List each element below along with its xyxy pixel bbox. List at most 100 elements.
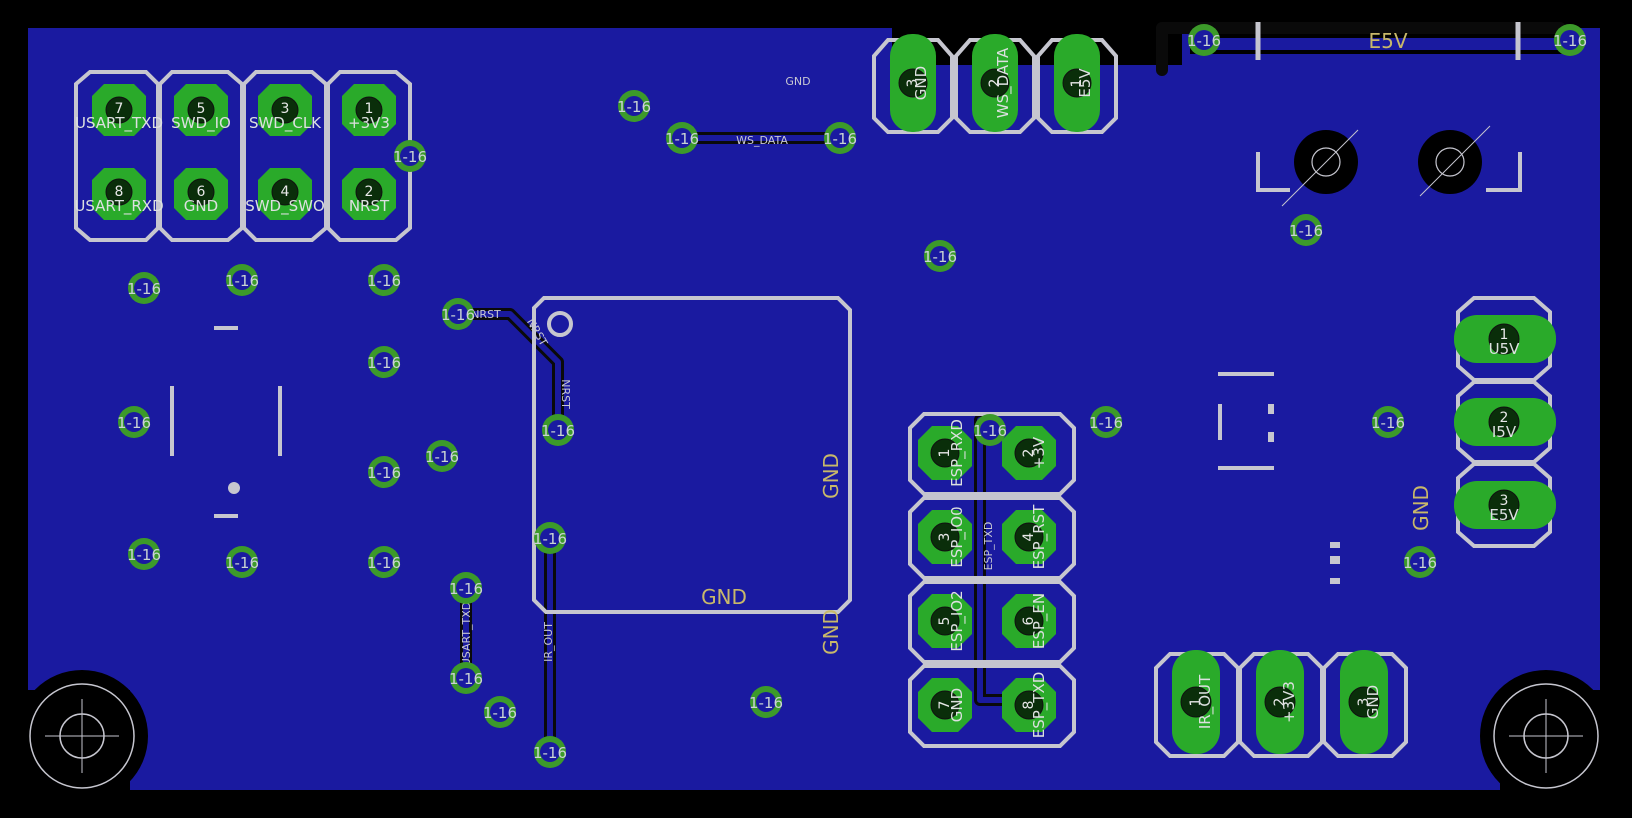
chip-gnd-right: GND [819, 453, 843, 499]
swd-pin-6-num: 6 [197, 184, 206, 200]
via: 1-16 [393, 140, 427, 172]
svg-text:1-16: 1-16 [367, 464, 401, 482]
via: 1-16 [367, 546, 401, 578]
svg-text:1-16: 1-16 [617, 98, 651, 116]
svg-text:1-16: 1-16 [127, 280, 161, 298]
svg-text:1-16: 1-16 [533, 530, 567, 548]
swd-pin-6[interactable]: 6 GND [174, 168, 228, 220]
via: 1-16 [367, 264, 401, 296]
svg-text:1-16: 1-16 [823, 130, 857, 148]
nrst-trace-label: NRST [471, 308, 501, 321]
svg-text:1-16: 1-16 [1403, 554, 1437, 572]
svg-text:1-16: 1-16 [449, 670, 483, 688]
power-pin-3[interactable]: 3 E5V [1454, 481, 1556, 529]
ir-pin-3[interactable]: 3 GND [1340, 650, 1388, 754]
swd-pin-2[interactable]: 2 NRST [342, 168, 396, 220]
via: 1-16 [449, 662, 483, 694]
esp-pin-4[interactable]: 4 ESP_RST [1002, 504, 1056, 569]
svg-text:1-16: 1-16 [1187, 32, 1221, 50]
ir-pin-1[interactable]: 1 IR_OUT [1172, 650, 1220, 754]
svg-text:1-16: 1-16 [117, 414, 151, 432]
power-pin-3-name: E5V [1489, 506, 1519, 524]
esp-pin-5-num: 5 [937, 617, 953, 626]
via: 1-16 [1089, 406, 1123, 438]
swd-pin-5[interactable]: 5 SWD_IO [171, 84, 231, 136]
svg-text:1-16: 1-16 [441, 306, 475, 324]
esp-pin-8[interactable]: 8 ESP_TXD [1002, 672, 1056, 739]
esp-header: 1 ESP_RXD 2 +3V 3 ESP_IO0 4 ESP_RST 5 ES… [918, 419, 1056, 738]
swd-pin-8-name: USART_RXD [74, 197, 163, 216]
swd-pin-4[interactable]: 4 SWD_SWO [245, 168, 325, 220]
ir-pin-1-num: 1 [1188, 698, 1204, 707]
swd-pin-3[interactable]: 3 SWD_CLK [249, 84, 322, 136]
swd-pin-5-name: SWD_IO [171, 114, 231, 133]
usart-txd-trace-label: USART_TXD [460, 602, 473, 667]
svg-text:1-16: 1-16 [1553, 32, 1587, 50]
svg-text:1-16: 1-16 [393, 148, 427, 166]
esp-pin-2-num: 2 [1021, 449, 1037, 458]
svg-text:1-16: 1-16 [749, 694, 783, 712]
power-pin-2[interactable]: 2 I5V [1454, 398, 1556, 446]
chip-gnd-bottom: GND [701, 585, 747, 609]
via: 1-16 [367, 346, 401, 378]
swd-pin-7[interactable]: 7 USART_TXD [75, 84, 163, 136]
esp-pin-6[interactable]: 6 ESP_EN [1002, 593, 1056, 649]
chip-gnd-corner: GND [819, 609, 843, 655]
esp-pin-2[interactable]: 2 +3V [1002, 426, 1056, 480]
net-labels: GND WS_DATA NRST NRST NRST USART_TXD IR_… [460, 75, 995, 666]
via: 1-16 [533, 522, 567, 554]
ws-pin-1[interactable]: 1 E5V [1054, 34, 1100, 132]
svg-text:1-16: 1-16 [973, 422, 1007, 440]
svg-text:1-16: 1-16 [541, 422, 575, 440]
svg-text:1-16: 1-16 [127, 546, 161, 564]
via: 1-16 [665, 122, 699, 154]
via: 1-16 [127, 538, 161, 570]
esp-pin-4-name: ESP_RST [1030, 504, 1049, 569]
esp-pin-5[interactable]: 5 ESP_IO2 [918, 590, 972, 652]
via: 1-16 [973, 414, 1007, 446]
via: 1-16 [225, 546, 259, 578]
mounting-hole-left [16, 670, 148, 802]
via: 1-16 [225, 264, 259, 296]
ir-pin-3-num: 3 [1356, 698, 1372, 707]
via: 1-16 [749, 686, 783, 718]
esp-pin-8-num: 8 [1021, 701, 1037, 710]
via: 1-16 [127, 272, 161, 304]
esp-pin-6-name: ESP_EN [1030, 593, 1049, 649]
board-substrate [28, 28, 1600, 790]
ws-pin-1-name: E5V [1076, 68, 1094, 98]
esp-pin-7[interactable]: 7 GND [918, 678, 972, 732]
ws-pin-2[interactable]: 2 WS_DATA [972, 34, 1018, 132]
swd-pin-2-num: 2 [365, 184, 374, 200]
via: 1-16 [441, 298, 475, 330]
power-pin-1[interactable]: 1 U5V [1454, 315, 1556, 363]
via: 1-16 [483, 696, 517, 728]
vias: 1-16 1-16 1-16 1-16 1-16 1-16 1-16 1-16 … [117, 24, 1587, 768]
swd-header-outline [74, 70, 412, 242]
swd-pin-4-num: 4 [281, 184, 290, 200]
via: 1-16 [1187, 24, 1221, 56]
ws-pin-2-num: 2 [987, 79, 1003, 88]
svg-text:1-16: 1-16 [225, 272, 259, 290]
ir-connector: 1 IR_OUT 2 +3V3 3 GND [1154, 650, 1408, 758]
esp-pin-1[interactable]: 1 ESP_RXD [918, 419, 972, 487]
esp-pin-3-num: 3 [937, 533, 953, 542]
ir-pin-2[interactable]: 2 +3V3 [1256, 650, 1304, 754]
svg-text:1-16: 1-16 [367, 554, 401, 572]
ws-pin-3-num: 3 [905, 79, 921, 88]
gnd-top-label: GND [785, 75, 810, 88]
esp-pin-3[interactable]: 3 ESP_IO0 [918, 506, 972, 568]
ir-pin-2-name: +3V3 [1280, 681, 1298, 723]
swd-pin-8[interactable]: 8 USART_RXD [74, 168, 164, 220]
ws-pin-3[interactable]: 3 GND [890, 34, 936, 132]
power-pin-3-num: 3 [1500, 493, 1509, 509]
via: 1-16 [367, 456, 401, 488]
power-pin-2-num: 2 [1500, 410, 1509, 426]
esp-header-outline [908, 412, 1076, 748]
ir-pin-2-num: 2 [1272, 698, 1288, 707]
esp-pin-7-num: 7 [937, 701, 953, 710]
swd-pin-1[interactable]: 1 +3V3 [342, 84, 396, 136]
svg-text:1-16: 1-16 [1371, 414, 1405, 432]
button-silk [1256, 125, 1522, 207]
